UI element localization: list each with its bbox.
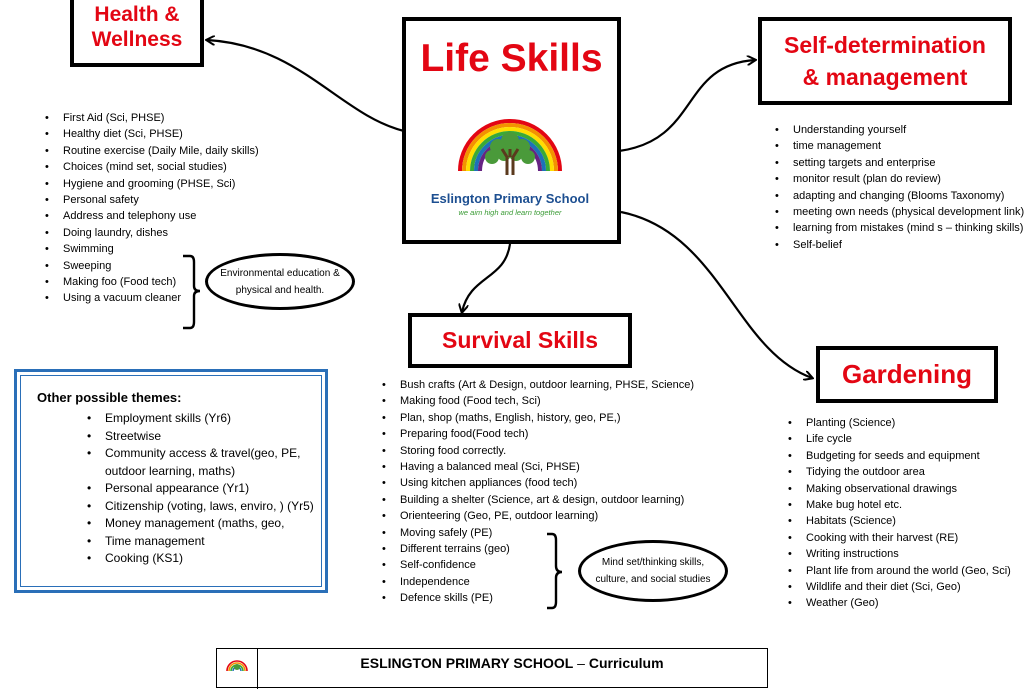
arrow-to-selfdet	[618, 60, 755, 153]
footer-logo-cell	[217, 649, 258, 689]
survival-title: Survival Skills	[442, 327, 598, 353]
list-item: Life cycle	[788, 431, 1024, 448]
list-item: Making foo (Food tech)	[45, 274, 263, 291]
list-item: Weather (Geo)	[788, 595, 1024, 612]
arrow-to-health	[207, 40, 405, 133]
list-item: First Aid (Sci, PHSE)	[45, 110, 263, 127]
arrow-to-survival	[462, 243, 512, 312]
list-item: Preparing food(Food tech)	[382, 426, 740, 443]
gardening-title: Gardening	[841, 359, 972, 389]
list-item: monitor result (plan do review)	[775, 171, 1024, 188]
health-list: First Aid (Sci, PHSE) Healthy diet (Sci,…	[43, 110, 263, 307]
list-item: Writing instructions	[788, 546, 1024, 563]
selfdet-list: Understanding yourself time management s…	[773, 122, 1024, 254]
list-item: Personal safety	[45, 192, 263, 209]
list-item: Choices (mind set, social studies)	[45, 159, 263, 176]
list-item: Employment skills (Yr6)	[87, 410, 341, 428]
gardening-list: Planting (Science) Life cycle Budgeting …	[786, 415, 1024, 612]
list-item: Defence skills (PE)	[382, 590, 740, 607]
health-title: Health & Wellness	[91, 3, 183, 51]
list-item: Tidying the outdoor area	[788, 464, 1024, 481]
list-item: Sweeping	[45, 258, 263, 275]
list-item: Planting (Science)	[788, 415, 1024, 432]
list-item: Money management (maths, geo,	[87, 515, 341, 533]
footer-title: ESLINGTON PRIMARY SCHOOL – Curriculum	[360, 655, 664, 671]
list-item: Make bug hotel etc.	[788, 497, 1024, 514]
list-item: Cooking with their harvest (RE)	[788, 530, 1024, 547]
gardening-title-box: Gardening	[816, 346, 998, 403]
list-item: Address and telephony use	[45, 208, 263, 225]
list-item: Plan, shop (maths, English, history, geo…	[382, 410, 740, 427]
list-item: time management	[775, 138, 1024, 155]
school-logo: Eslington Primary School we aim high and…	[431, 119, 589, 217]
list-item: Bush crafts (Art & Design, outdoor learn…	[382, 377, 740, 394]
list-item: Self-confidence	[382, 557, 740, 574]
life-skills-title: Life Skills	[420, 37, 603, 80]
logo-school-name: Eslington Primary School	[431, 191, 589, 206]
life-skills-box: Life Skills Eslington Primary School we …	[402, 17, 621, 244]
arrow-to-gardening	[620, 210, 812, 378]
list-item: Moving safely (PE)	[382, 525, 740, 542]
list-item: Hygiene and grooming (PHSE, Sci)	[45, 176, 263, 193]
list-item: Budgeting for seeds and equipment	[788, 448, 1024, 465]
list-item: Different terrains (geo)	[382, 541, 740, 558]
list-item: Storing food correctly.	[382, 443, 740, 460]
health-note-ellipse: Environmental education &physical and he…	[205, 253, 355, 310]
footer-logo-icon	[226, 660, 248, 672]
survival-title-box: Survival Skills	[408, 313, 632, 368]
list-item: adapting and changing (Blooms Taxonomy)	[775, 188, 1024, 205]
list-item: Citizenship (voting, laws, enviro, ) (Yr…	[87, 498, 341, 516]
other-themes-frame: Other possible themes: Employment skills…	[14, 369, 328, 593]
list-item: Making food (Food tech, Sci)	[382, 393, 740, 410]
list-item: setting targets and enterprise	[775, 155, 1024, 172]
list-item: Wildlife and their diet (Sci, Geo)	[788, 579, 1024, 596]
survival-list: Bush crafts (Art & Design, outdoor learn…	[380, 377, 740, 607]
other-themes-title: Other possible themes:	[37, 390, 182, 405]
other-themes-list: Employment skills (Yr6) Streetwise Commu…	[85, 410, 341, 568]
list-item: meeting own needs (physical development …	[775, 204, 1024, 221]
list-item: Habitats (Science)	[788, 513, 1024, 530]
selfdet-title-box: Self-determination & management	[758, 17, 1012, 105]
list-item: Cooking (KS1)	[87, 550, 341, 568]
list-item: Self-belief	[775, 237, 1024, 254]
list-item: Plant life from around the world (Geo, S…	[788, 563, 1024, 580]
list-item: Time management	[87, 533, 341, 551]
list-item: Personal appearance (Yr1)	[87, 480, 341, 498]
survival-note-ellipse: Mind set/thinking skills,culture, and so…	[578, 540, 728, 602]
list-item: Orienteering (Geo, PE, outdoor learning)	[382, 508, 740, 525]
list-item: Swimming	[45, 241, 263, 258]
list-item: Independence	[382, 574, 740, 591]
selfdet-title: Self-determination & management	[784, 32, 986, 90]
footer-bar: ESLINGTON PRIMARY SCHOOL – Curriculum	[216, 648, 768, 689]
list-item: Making observational drawings	[788, 481, 1024, 498]
list-item: Routine exercise (Daily Mile, daily skil…	[45, 143, 263, 160]
list-item: Community access & travel(geo, PE, outdo…	[87, 445, 341, 480]
list-item: Having a balanced meal (Sci, PHSE)	[382, 459, 740, 476]
list-item: learning from mistakes (mind s – thinkin…	[775, 220, 1024, 237]
list-item: Using kitchen appliances (food tech)	[382, 475, 740, 492]
list-item: Doing laundry, dishes	[45, 225, 263, 242]
health-title-box: Health & Wellness	[70, 0, 204, 67]
list-item: Using a vacuum cleaner	[45, 290, 263, 307]
list-item: Understanding yourself	[775, 122, 1024, 139]
list-item: Building a shelter (Science, art & desig…	[382, 492, 740, 509]
logo-motto: we aim high and learn together	[459, 208, 562, 217]
list-item: Streetwise	[87, 428, 341, 446]
list-item: Healthy diet (Sci, PHSE)	[45, 126, 263, 143]
connector-arrows	[0, 0, 1024, 675]
